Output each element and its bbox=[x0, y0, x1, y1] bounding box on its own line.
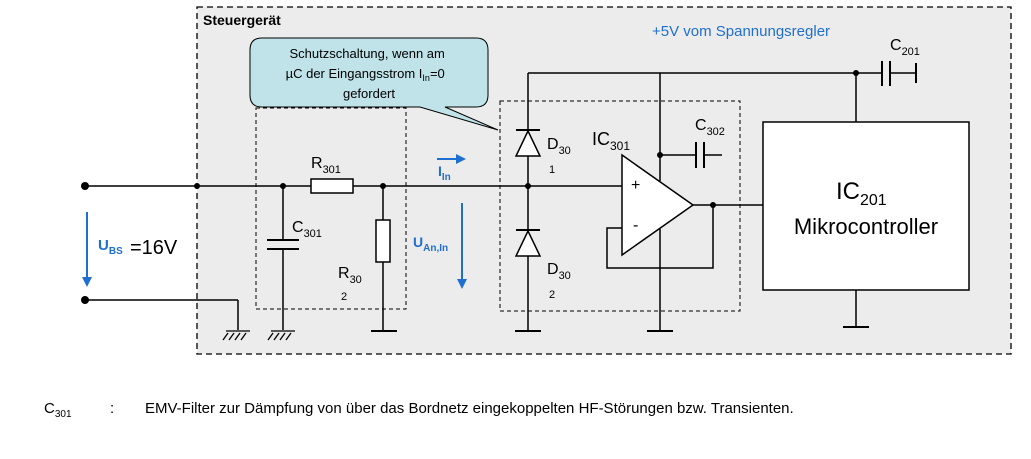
d302-label: D30 bbox=[547, 261, 571, 282]
control-unit-title: Steuergerät bbox=[203, 12, 281, 28]
capacitor-c201 bbox=[856, 61, 917, 86]
resistor-r301 bbox=[310, 178, 354, 194]
c201-label: C201 bbox=[890, 37, 920, 58]
ic301-label: IC301 bbox=[592, 129, 630, 153]
protection-dashed-box bbox=[499, 100, 741, 312]
ubs-value: =16V bbox=[130, 237, 178, 259]
opamp-ic301 bbox=[621, 153, 695, 257]
r302-label-sub: 2 bbox=[341, 291, 347, 303]
feedback-wire bbox=[606, 205, 714, 269]
input-terminal-bottom bbox=[81, 296, 89, 304]
c302-label: C302 bbox=[695, 117, 725, 138]
microcontroller-ic201 bbox=[762, 121, 970, 291]
junction-box-edge bbox=[194, 183, 200, 189]
d301-label: D30 bbox=[547, 136, 571, 157]
callout-bubble bbox=[249, 37, 499, 131]
input-terminal-top bbox=[81, 182, 89, 190]
opamp-minus: - bbox=[633, 217, 638, 234]
d301-label-sub: 1 bbox=[549, 164, 555, 176]
capacitor-c302 bbox=[660, 142, 722, 168]
ubs-label: UBS bbox=[98, 237, 123, 257]
opamp-plus: + bbox=[631, 177, 640, 194]
iin-label: IIn bbox=[438, 163, 451, 183]
capacitor-c301 bbox=[267, 186, 299, 330]
r301-label: R301 bbox=[311, 155, 341, 176]
footnote-separator: : bbox=[110, 400, 115, 417]
uan-label: UAn,In bbox=[413, 234, 448, 254]
d302-label-sub: 2 bbox=[549, 289, 555, 301]
ic201-name: Mikrocontroller bbox=[794, 214, 938, 239]
ground-symbol-c301 bbox=[267, 330, 295, 341]
footnote-term: C301 bbox=[44, 400, 72, 420]
ic201-label: IC201 bbox=[836, 178, 887, 209]
footnote-text: EMV-Filter zur Dämpfung von über das Bor… bbox=[145, 400, 794, 417]
resistor-r302 bbox=[371, 186, 397, 332]
c301-label: C301 bbox=[292, 219, 322, 240]
callout-text: Schutzschaltung, wenn am µC der Eingangs… bbox=[286, 46, 449, 101]
r302-label: R30 bbox=[338, 265, 362, 286]
supply-label: +5V vom Spannungsregler bbox=[652, 23, 830, 40]
ground-symbol bbox=[222, 330, 250, 341]
